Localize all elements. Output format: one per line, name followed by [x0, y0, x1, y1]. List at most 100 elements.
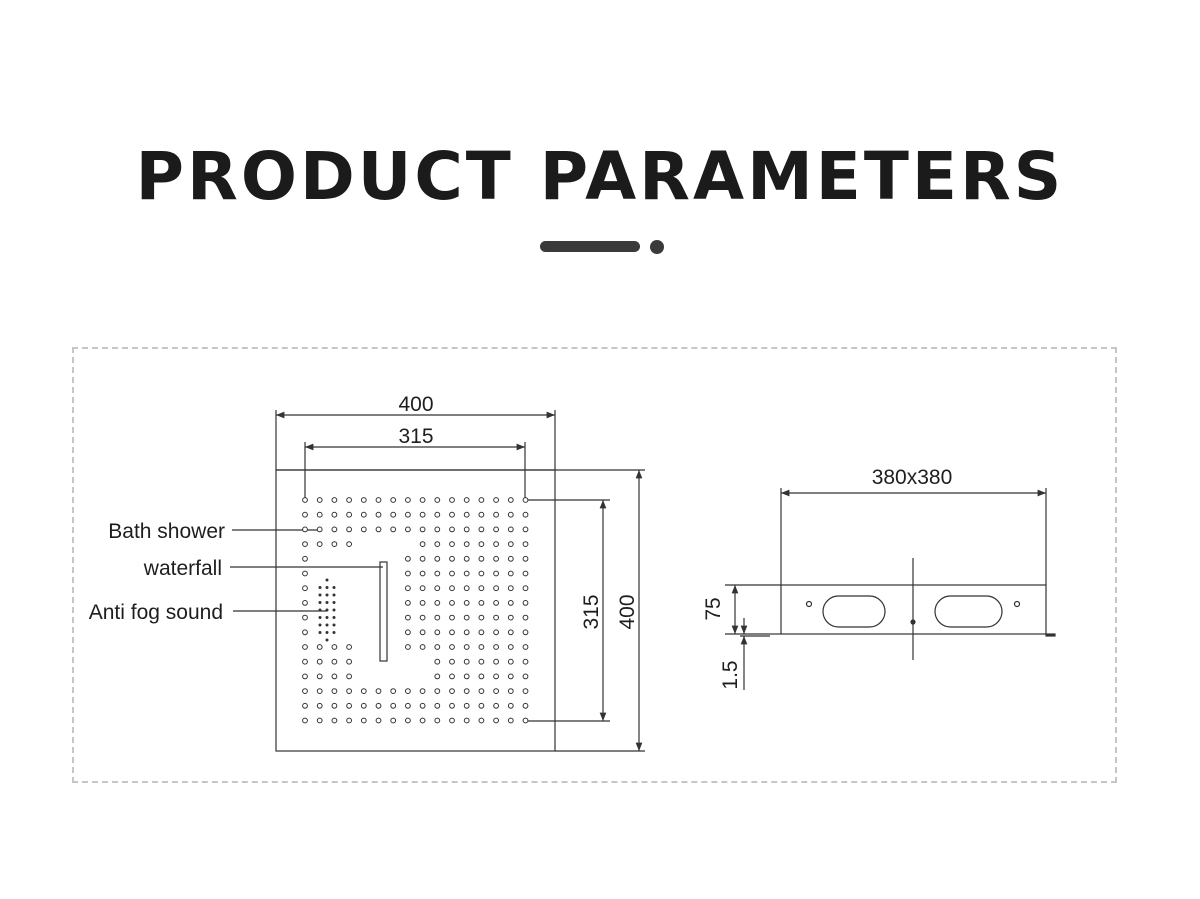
nozzle	[346, 688, 353, 694]
dim-label-height-315: 315	[580, 594, 603, 629]
nozzle	[522, 526, 529, 533]
nozzle	[449, 688, 455, 694]
nozzle	[434, 644, 441, 650]
nozzle	[449, 658, 455, 665]
nozzle	[331, 717, 338, 724]
nozzle	[331, 511, 338, 518]
nozzle	[463, 600, 470, 606]
nozzle	[390, 688, 397, 694]
dim-label-thickness-1-5: 1.5	[719, 660, 742, 689]
nozzle	[449, 717, 455, 724]
nozzle	[478, 717, 485, 724]
nozzle	[346, 526, 353, 533]
nozzle	[493, 511, 500, 518]
dim-label-width-400: 400	[398, 393, 433, 416]
dim-label-height-400: 400	[616, 594, 639, 629]
nozzle	[346, 717, 353, 724]
nozzle	[375, 702, 382, 709]
nozzle	[302, 541, 308, 547]
nozzle	[449, 600, 455, 606]
nozzle	[449, 614, 455, 621]
nozzle	[346, 541, 353, 547]
nozzle	[507, 497, 514, 503]
anti-fog-dot	[332, 623, 336, 627]
nozzle	[405, 555, 411, 562]
nozzle	[478, 526, 485, 533]
nozzle	[522, 658, 529, 665]
nozzle	[405, 688, 411, 694]
nozzle	[360, 497, 367, 503]
nozzle	[419, 600, 426, 606]
nozzle	[522, 541, 529, 547]
anti-fog-dot	[332, 608, 336, 612]
nozzle	[493, 644, 500, 650]
nozzle	[316, 717, 323, 724]
nozzle	[507, 614, 514, 621]
anti-fog-dot	[318, 586, 322, 589]
nozzle	[522, 511, 529, 518]
nozzle	[419, 688, 426, 694]
nozzle	[493, 629, 500, 636]
nozzle	[346, 644, 353, 650]
anti-fog-dot	[332, 601, 336, 604]
nozzle	[405, 570, 411, 577]
nozzle	[463, 570, 470, 577]
nozzle	[434, 688, 441, 694]
nozzle	[405, 702, 411, 709]
nozzle	[493, 702, 500, 709]
nozzle	[302, 585, 308, 592]
nozzle	[507, 673, 514, 680]
dim-label-width-315: 315	[398, 425, 433, 448]
nozzle	[522, 688, 529, 694]
nozzle	[493, 717, 500, 724]
nozzle	[463, 497, 470, 503]
anti-fog-dot	[332, 593, 336, 597]
nozzle	[316, 526, 323, 533]
screw-hole-left	[805, 600, 813, 608]
nozzle	[302, 658, 308, 665]
nozzle	[507, 555, 514, 562]
nozzle	[449, 555, 455, 562]
nozzle	[434, 658, 441, 665]
screw-hole-right	[1013, 600, 1021, 608]
nozzle	[316, 644, 323, 650]
anti-fog-dot	[318, 616, 322, 619]
front-view	[230, 410, 645, 752]
nozzle	[493, 526, 500, 533]
nozzle	[346, 702, 353, 709]
nozzle	[331, 644, 338, 650]
nozzle	[463, 585, 470, 592]
nozzle	[449, 497, 455, 503]
nozzle	[507, 541, 514, 547]
nozzle	[449, 511, 455, 518]
nozzle	[463, 658, 470, 665]
nozzle	[449, 702, 455, 709]
nozzle	[434, 555, 441, 562]
nozzle	[390, 511, 397, 518]
nozzle	[493, 658, 500, 665]
nozzle	[478, 644, 485, 650]
anti-fog-dot	[325, 616, 329, 619]
nozzle	[522, 614, 529, 621]
nozzle	[463, 614, 470, 621]
nozzle	[375, 526, 382, 533]
nozzle	[493, 673, 500, 680]
nozzle	[434, 511, 441, 518]
nozzle	[507, 511, 514, 518]
nozzle	[507, 585, 514, 592]
nozzle	[507, 629, 514, 636]
nozzle	[375, 497, 382, 503]
nozzle	[522, 497, 529, 503]
nozzle	[449, 644, 455, 650]
nozzle	[493, 541, 500, 547]
nozzle	[302, 717, 308, 724]
nozzle	[434, 717, 441, 724]
anti-fog-dot	[325, 631, 329, 634]
nozzle	[360, 511, 367, 518]
nozzle	[346, 658, 353, 665]
nozzle	[360, 702, 367, 709]
nozzle	[346, 511, 353, 518]
nozzle	[302, 511, 308, 518]
nozzle	[522, 629, 529, 636]
anti-fog-dot	[318, 631, 322, 634]
